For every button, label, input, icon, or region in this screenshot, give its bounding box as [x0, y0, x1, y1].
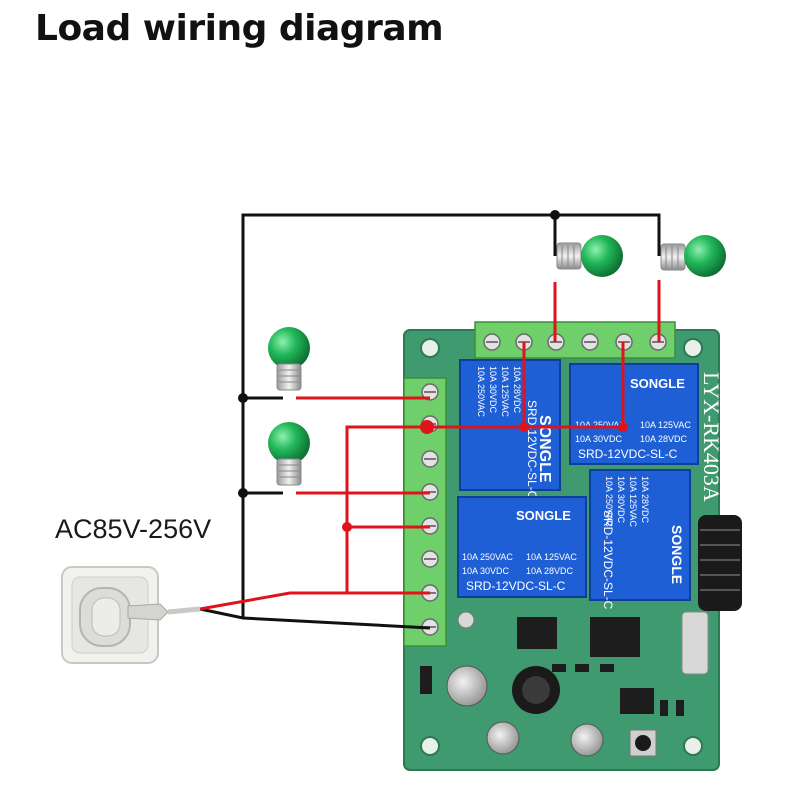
relay-rating: 10A 250VAC — [462, 552, 513, 562]
bulb-1 — [556, 235, 623, 277]
junction-dot — [519, 422, 529, 432]
relay-model: SRD-12VDC-SL-C — [578, 447, 678, 461]
live-junctions — [342, 420, 628, 532]
relay-rating: 10A 250VAC — [575, 420, 626, 430]
bulb-4 — [268, 422, 310, 486]
mount-hole — [420, 338, 440, 358]
relay-rating: 10A 250VAC — [604, 476, 614, 527]
relay-rating: 10A 30VDC — [462, 566, 510, 576]
ic-chip — [517, 617, 557, 649]
diagram-title: Load wiring diagram — [35, 8, 444, 49]
relay-brand: SONGLE — [630, 376, 685, 391]
relay-1: SONGLE 10A 250VAC 10A 30VDC 10A 125VAC 1… — [459, 359, 561, 500]
crystal — [681, 611, 709, 675]
relay-rating: 10A 250VAC — [476, 366, 486, 417]
relay-rating: 10A 125VAC — [628, 476, 638, 527]
mount-hole — [683, 338, 703, 358]
relay-brand: SONGLE — [536, 415, 553, 483]
junction-dot — [550, 210, 560, 220]
bulb-icon — [581, 235, 623, 277]
left-terminal-block — [403, 377, 447, 647]
wall-socket — [61, 566, 201, 664]
relay-model: SRD-12VDC-SL-C — [601, 510, 615, 610]
junction-dot — [618, 422, 628, 432]
bulb-3 — [268, 327, 310, 391]
relay-2: SONGLE 10A 250VAC 10A 125VAC 10A 30VDC 1… — [569, 363, 699, 465]
relay-brand: SONGLE — [516, 508, 571, 523]
control-circuitry — [420, 611, 709, 757]
top-terminal-block — [474, 321, 676, 359]
relay-rating: 10A 30VDC — [616, 476, 626, 524]
neutral-junctions — [238, 210, 560, 498]
neutral-wires — [199, 213, 661, 630]
bulb-icon — [684, 235, 726, 277]
antenna-coil — [698, 515, 742, 611]
neutral-wire-main — [241, 213, 661, 618]
relay-rating: 10A 28VDC — [526, 566, 574, 576]
ic-chip — [590, 617, 640, 657]
bulb-2 — [660, 235, 726, 277]
bulb-icon — [268, 422, 310, 464]
diode — [420, 666, 432, 694]
ic-chip — [620, 688, 654, 714]
relay-rating: 10A 28VDC — [512, 366, 522, 414]
relay-rating: 10A 28VDC — [640, 434, 688, 444]
live-wire-plug — [199, 591, 430, 611]
neutral-wire-plug — [199, 607, 431, 630]
relay-rating: 10A 30VDC — [575, 434, 623, 444]
live-wires — [199, 280, 661, 611]
relay-model: SRD-12VDC-SL-C — [466, 579, 566, 593]
junction-dot — [238, 393, 248, 403]
relay-rating: 10A 125VAC — [640, 420, 691, 430]
relay-rating: 10A 28VDC — [640, 476, 650, 524]
relay-model: SRD-12VDC-SL-C — [525, 400, 539, 500]
live-wire-bus — [345, 342, 625, 593]
board-model-label: LYX-RK403A — [699, 372, 724, 502]
relay-4: SONGLE 10A 250VAC 10A 30VDC 10A 125VAC 1… — [589, 469, 691, 610]
junction-dot — [420, 420, 434, 434]
mount-hole — [683, 736, 703, 756]
capacitor — [486, 721, 520, 755]
relay-brand: SONGLE — [669, 525, 685, 584]
junction-dot — [238, 488, 248, 498]
voltage-label: AC85V-256V — [55, 514, 212, 544]
mount-hole — [420, 736, 440, 756]
capacitor — [570, 723, 604, 757]
relay-rating: 10A 125VAC — [500, 366, 510, 417]
capacitor — [446, 665, 488, 707]
relay-rating: 10A 30VDC — [488, 366, 498, 414]
relay-rating: 10A 125VAC — [526, 552, 577, 562]
relay-3: SONGLE 10A 250VAC 10A 125VAC 10A 30VDC 1… — [457, 496, 587, 598]
bulb-icon — [268, 327, 310, 369]
junction-dot — [342, 522, 352, 532]
